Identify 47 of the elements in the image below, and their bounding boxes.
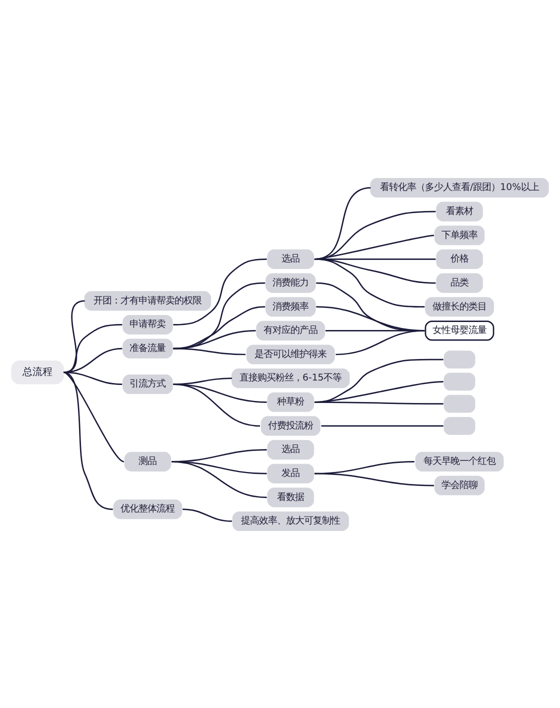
node-box: 消费能力 (266, 272, 316, 292)
node-box: 选品 (267, 440, 314, 460)
node-box: 每天早晚一个红包 (415, 451, 504, 471)
node-box (444, 372, 476, 390)
connector (321, 424, 444, 426)
connector (314, 258, 425, 308)
node-box (444, 416, 476, 434)
node-box: 准备流量 (122, 338, 173, 358)
node-box: 看转化率（多少人查看/跟团）10%以上 (370, 177, 549, 198)
connector (63, 347, 122, 373)
connector (171, 460, 267, 498)
node-box: 消费频率 (266, 296, 316, 316)
connector (173, 258, 267, 325)
connector (314, 472, 434, 486)
node-box: 做擅长的类目 (425, 296, 494, 316)
node-box: 下单频率 (434, 225, 485, 245)
connector (173, 347, 246, 355)
node-box: 引流方式 (122, 374, 173, 394)
node-box: 付费投流粉 (260, 416, 320, 436)
node-box: 价格 (436, 248, 483, 268)
connector (63, 371, 124, 462)
node-box: 女性母婴流量 (424, 320, 494, 340)
node-box: 是否可以维护得来 (246, 344, 335, 364)
node-box: 学会陪聊 (434, 475, 485, 495)
connector (63, 371, 113, 510)
node-box: 测品 (124, 451, 172, 471)
node-box: 发品 (267, 463, 314, 483)
connector (63, 324, 122, 373)
node-box: 直接购买粉丝，6-15不等 (232, 368, 350, 388)
node-box (444, 350, 476, 368)
node-box: 优化整体流程 (113, 499, 182, 519)
node-box: 看数据 (267, 487, 314, 507)
node-box: 有对应的产品 (256, 320, 326, 340)
connector (182, 508, 232, 522)
connector (336, 330, 425, 355)
connector (314, 400, 444, 404)
node-box: 申请帮卖 (122, 314, 173, 334)
node-box (444, 394, 476, 412)
node-box: 选品 (267, 248, 314, 268)
node-box: 品类 (436, 272, 483, 292)
connector (173, 383, 260, 426)
connector (63, 371, 122, 384)
node-box: 种草粉 (267, 392, 314, 412)
node-box: 总流程 (11, 360, 64, 384)
node-box: 开团：才有申请帮卖的权限 (84, 290, 212, 310)
node-box: 提高效率、放大可复制性 (232, 510, 349, 531)
node-box: 看素材 (436, 201, 483, 221)
